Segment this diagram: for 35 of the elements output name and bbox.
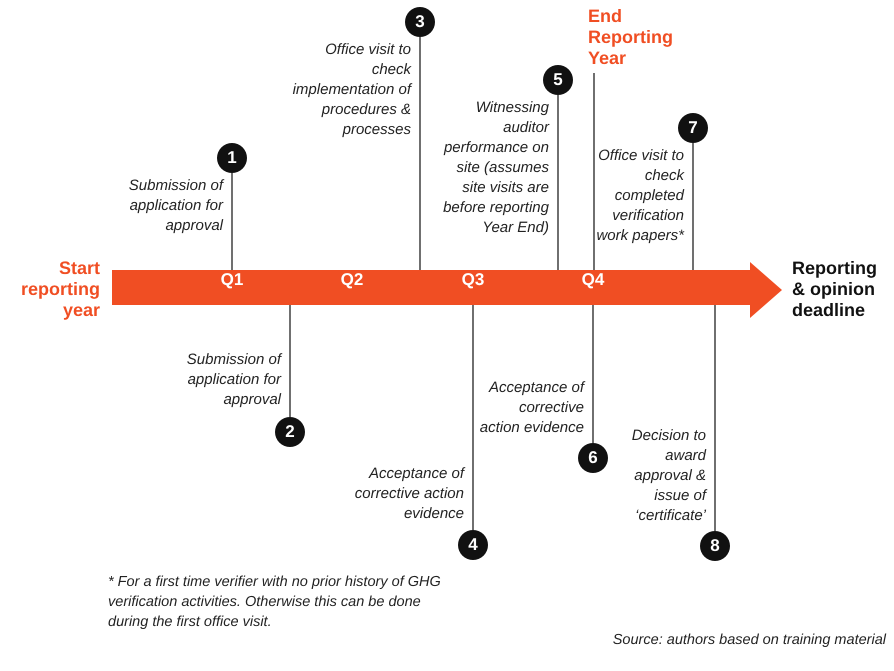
step-number: 6 xyxy=(587,447,599,469)
step-description: Office visit to check completed verification work papers* xyxy=(595,146,684,246)
step-number: 5 xyxy=(552,69,564,91)
step-number: 4 xyxy=(467,534,479,556)
step-description: Acceptance of corrective action evidence xyxy=(354,464,464,524)
step-description: Acceptance of corrective action evidence xyxy=(479,378,584,438)
leader-line xyxy=(231,173,233,270)
leader-line xyxy=(472,305,474,530)
leader-line xyxy=(289,305,291,417)
step-number: 7 xyxy=(687,117,699,139)
end-label: Reporting & opinion deadline xyxy=(792,258,878,321)
quarter-label: Q1 xyxy=(220,270,244,290)
leader-line xyxy=(557,95,559,270)
step-description: Witnessing auditor performance on site (assumes site visits are before reporting Year End) xyxy=(442,98,549,238)
quarter-label: Q3 xyxy=(460,270,486,290)
leader-line xyxy=(714,305,716,531)
step-number: 8 xyxy=(709,535,721,557)
leader-line xyxy=(593,73,595,270)
milestone-label: End Reporting Year xyxy=(588,6,698,69)
start-label: Start reporting year xyxy=(20,258,100,321)
step-number: 3 xyxy=(414,11,426,33)
quarter-label: Q2 xyxy=(340,270,364,290)
leader-line xyxy=(692,143,694,270)
footnote: * For a first time verifier with no prior history of GHG verification activities. Otherwise this can be done during the first office visit. xyxy=(108,573,442,632)
step-description: Submission of application for approval xyxy=(128,176,223,236)
timeline-arrow xyxy=(112,262,782,318)
source-note: Source: authors based on training material xyxy=(612,631,886,650)
step-description: Decision to award approval & issue of ‘certificate’ xyxy=(630,426,706,526)
step-number: 1 xyxy=(226,147,238,169)
step-description: Submission of application for approval xyxy=(186,350,281,410)
quarter-label: Q4 xyxy=(580,270,606,290)
step-description: Office visit to check implementation of procedures & processes xyxy=(292,40,411,140)
leader-line xyxy=(592,305,594,443)
leader-line xyxy=(419,37,421,270)
step-number: 2 xyxy=(284,421,296,443)
